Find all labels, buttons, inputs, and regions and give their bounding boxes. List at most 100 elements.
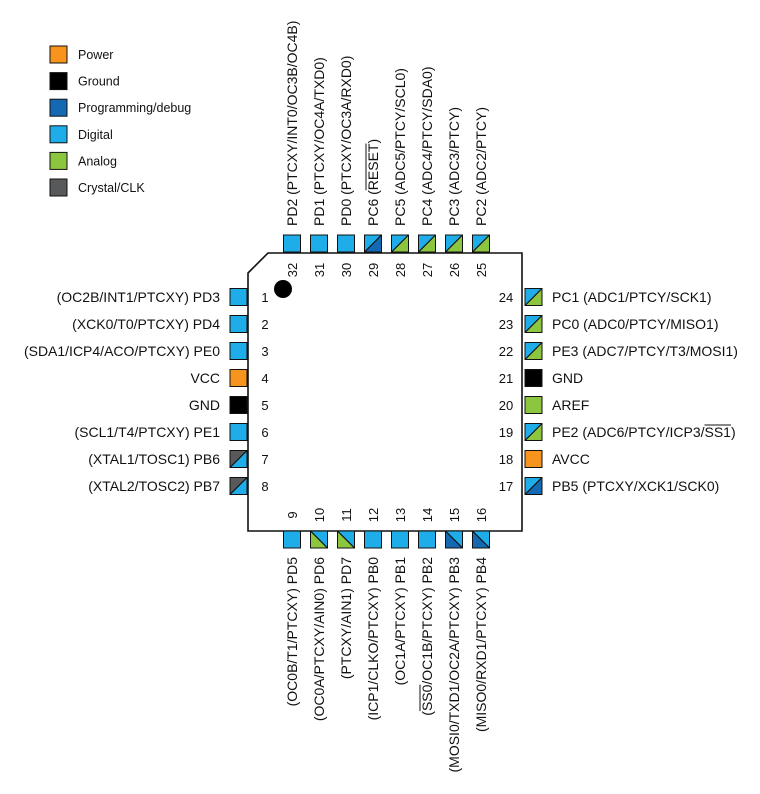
pin-box bbox=[445, 234, 463, 253]
pin-11: 11(PTCXY/AIN1) PD7 bbox=[337, 508, 355, 679]
pin-number: 9 bbox=[285, 511, 300, 518]
pin-number: 27 bbox=[420, 263, 435, 277]
pin-number: 20 bbox=[499, 398, 513, 413]
pin-label: (OC2B/INT1/PTCXY) PD3 bbox=[57, 289, 221, 305]
pin-20: 20 AREF bbox=[499, 396, 589, 414]
pin-box bbox=[524, 288, 543, 306]
pin-15: 15 (MOSI0/TXD1/OC2A/PTCXY) PB3 bbox=[445, 508, 463, 773]
pin-box bbox=[418, 234, 436, 253]
pin-8: 8 (XTAL2/TOSC2) PB7 bbox=[88, 477, 269, 495]
pin-number: 30 bbox=[339, 263, 354, 277]
pin-label: (PTCXY/AIN1) PD7 bbox=[338, 557, 354, 679]
legend-swatch-crystal bbox=[49, 178, 68, 197]
pin-box bbox=[472, 234, 490, 253]
pin-box bbox=[229, 423, 248, 441]
pin-box bbox=[524, 477, 543, 495]
pin-10: 10 (OC0A/PTCXY/AIN0) PD6 bbox=[310, 508, 328, 721]
pin-box bbox=[310, 234, 328, 253]
pin-4: 4 VCC bbox=[190, 369, 269, 387]
legend-label: Digital bbox=[78, 128, 113, 142]
pin-box bbox=[229, 369, 248, 387]
pin-label: PC5 (ADC5/PTCY/SCL0) bbox=[392, 68, 408, 226]
pin-number: 7 bbox=[261, 452, 268, 467]
pin-box bbox=[524, 315, 543, 333]
legend-swatch-digital bbox=[49, 125, 68, 144]
pin-number: 10 bbox=[312, 508, 327, 522]
pin-label: (OC0A/PTCXY/AIN0) PD6 bbox=[311, 557, 327, 721]
pin-number: 6 bbox=[261, 425, 268, 440]
pin-number: 19 bbox=[499, 425, 513, 440]
pin-number: 4 bbox=[261, 371, 268, 386]
pin-31: 31 PD1 (PTCXY/OC4A/TXD0) bbox=[310, 57, 328, 277]
pin-box bbox=[524, 396, 543, 414]
pin-label: AREF bbox=[552, 397, 589, 413]
legend-swatch-ground bbox=[49, 72, 68, 91]
pin-box bbox=[283, 530, 301, 549]
pin-number: 28 bbox=[393, 263, 408, 277]
pin-number: 1 bbox=[261, 290, 268, 305]
pin-number: 31 bbox=[312, 263, 327, 277]
pin-label: PB5 (PTCXY/XCK1/SCK0) bbox=[552, 478, 719, 494]
pin-box bbox=[364, 234, 382, 253]
pin-7: 7 (XTAL1/TOSC1) PB6 bbox=[88, 450, 269, 468]
pin-box bbox=[229, 288, 248, 306]
legend-label: Crystal/CLK bbox=[78, 181, 145, 195]
pin-box bbox=[337, 234, 355, 253]
pin-label: PD1 (PTCXY/OC4A/TXD0) bbox=[311, 57, 327, 226]
pin-label: (XTAL1/TOSC1) PB6 bbox=[88, 451, 220, 467]
pin-number: 32 bbox=[285, 263, 300, 277]
pin-label: PC6 (RESET) bbox=[365, 139, 381, 226]
pin-box bbox=[391, 234, 409, 253]
pin-box bbox=[337, 530, 355, 549]
pin-3: 3(SDA1/ICP4/ACO/PTCXY) PE0 bbox=[24, 342, 269, 360]
pin1-indicator-dot bbox=[274, 280, 292, 298]
pin-box bbox=[391, 530, 409, 549]
legend-swatch-power bbox=[49, 45, 68, 64]
legend-label: Ground bbox=[78, 75, 120, 89]
pin-box bbox=[418, 530, 436, 549]
pin-2: 2 (XCK0/T0/PTCXY) PD4 bbox=[72, 315, 269, 333]
pin-number: 8 bbox=[261, 479, 268, 494]
pin-label: (SCL1/T4/PTCXY) PE1 bbox=[75, 424, 221, 440]
pin-6: 6 (SCL1/T4/PTCXY) PE1 bbox=[75, 423, 269, 441]
pin-label: (MOSI0/TXD1/OC2A/PTCXY) PB3 bbox=[446, 557, 462, 773]
pin-13: 13 (OC1A/PTCXY) PB1 bbox=[391, 508, 409, 686]
pin-box bbox=[229, 396, 248, 414]
pin-box bbox=[229, 315, 248, 333]
pin-27: 27 PC4 (ADC4/PTCY/SDA0) bbox=[418, 67, 436, 277]
pin-box bbox=[283, 234, 301, 253]
legend-swatch-analog bbox=[49, 151, 68, 170]
legend: PowerGroundProgramming/debugDigitalAnalo… bbox=[49, 45, 191, 197]
pins: 1 (OC2B/INT1/PTCXY) PD3 2 (XCK0/T0/PTCXY) P… bbox=[24, 21, 738, 773]
pin-12: 12(ICP1/CLKO/PTCXY) PB0 bbox=[364, 508, 382, 721]
pin-label: VCC bbox=[190, 370, 220, 386]
pin-28: 28 PC5 (ADC5/PTCY/SCL0) bbox=[391, 68, 409, 277]
legend-label: Programming/debug bbox=[78, 101, 191, 115]
pin-16: 16(MISO0/RXD1/PTCXY) PB4 bbox=[472, 508, 490, 732]
pin-box bbox=[524, 450, 543, 468]
pin-label: (ICP1/CLKO/PTCXY) PB0 bbox=[365, 557, 381, 721]
pin-number: 21 bbox=[499, 371, 513, 386]
pin-label: (OC1A/PTCXY) PB1 bbox=[392, 557, 408, 686]
pin-number: 15 bbox=[447, 508, 462, 522]
pin-number: 13 bbox=[393, 508, 408, 522]
pin-number: 2 bbox=[261, 317, 268, 332]
pin-label: PC1 (ADC1/PTCY/SCK1) bbox=[552, 289, 711, 305]
pin-label: PE3 (ADC7/PTCY/T3/MOSI1) bbox=[552, 343, 738, 359]
pin-1: 1 (OC2B/INT1/PTCXY) PD3 bbox=[57, 288, 269, 306]
pin-label: (XTAL2/TOSC2) PB7 bbox=[88, 478, 220, 494]
pin-box bbox=[524, 342, 543, 360]
pin-label: PC0 (ADC0/PTCY/MISO1) bbox=[552, 316, 718, 332]
pin-label: (XCK0/T0/PTCXY) PD4 bbox=[72, 316, 220, 332]
pin-label: PC4 (ADC4/PTCY/SDA0) bbox=[419, 67, 435, 226]
chip-body bbox=[247, 252, 523, 532]
